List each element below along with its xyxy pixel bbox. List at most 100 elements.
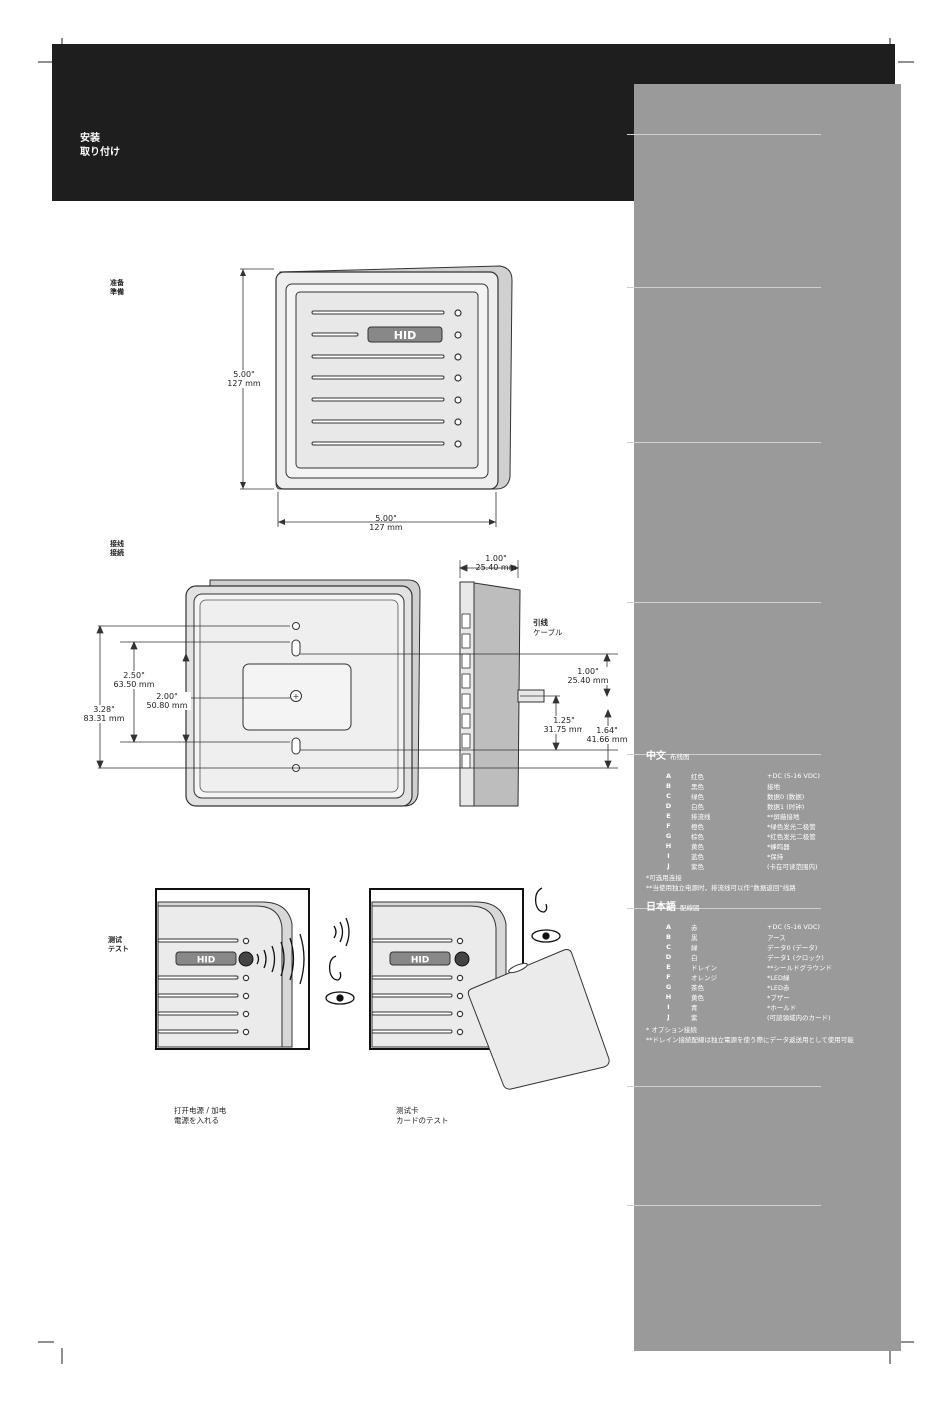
wire-function: データ1 (クロック) (767, 954, 824, 962)
wire-letter: F (666, 973, 671, 981)
reader-front-diagram: HID (240, 265, 513, 527)
divider-2 (627, 287, 821, 288)
wire-color: 紫 (691, 1014, 698, 1022)
wire-function: **屏蔽接地 (767, 813, 800, 821)
wire-letter: C (666, 943, 671, 951)
wire-color: 白色 (691, 803, 704, 811)
wire-letter: G (665, 983, 672, 991)
wire-function: +DC (5-16 VDC) (767, 923, 820, 931)
wire-letter: G (665, 832, 672, 840)
wire-letter: D (665, 953, 672, 961)
width-mm: 127 mm (369, 523, 403, 532)
d3-mm: 50.80 mm (146, 701, 188, 710)
wire-color: オレンジ (691, 974, 717, 982)
wire-color: 緑 (691, 944, 698, 952)
d5-mm: 31.75 mm (543, 725, 585, 734)
d4-in: 1.00" (577, 667, 599, 676)
section-wiring-cn: 接线 (110, 540, 124, 548)
section-prep-cn: 准备 (110, 279, 124, 287)
wire-function: 接地 (767, 783, 780, 791)
wire-function: *红色发光二极管 (767, 833, 816, 841)
divider-4 (627, 602, 821, 603)
divider-3 (627, 442, 821, 443)
reader-back-diagram: + (96, 560, 618, 807)
page-title-jp: 取り付け (80, 147, 120, 158)
d2-mm: 63.50 mm (113, 680, 155, 689)
d5-in: 1.25" (553, 716, 575, 725)
wire-color: 橙色 (691, 823, 704, 831)
caption-card-jp: カードのテスト (396, 1116, 449, 1125)
test-card-diagram: HID (369, 887, 610, 1090)
wiring-row: I 蓝色 *保持 (646, 851, 820, 861)
section-test-cn: 测试 (108, 936, 122, 944)
wire-function: (卡在可读范围内) (767, 863, 818, 871)
wire-color: 红色 (691, 773, 704, 781)
wire-function: *保持 (767, 853, 784, 861)
wire-function: *LED赤 (767, 984, 790, 992)
wire-letter: B (666, 782, 671, 790)
dim-1-64: 1.64" 41.66 mm (582, 726, 632, 744)
test-power-diagram: HID (155, 888, 355, 1050)
reader-leds (454, 309, 462, 448)
wire-color: ドレイン (691, 964, 717, 972)
cable-label-jp: ケーブル (533, 628, 563, 637)
wire-function: 数据1 (时钟) (767, 803, 805, 811)
wire-color: 排流线 (691, 813, 711, 821)
wire-letter: C (666, 792, 671, 800)
divider-8 (627, 1205, 821, 1206)
wire-function: (可読領域内のカード) (767, 1014, 831, 1022)
wire-function: *绿色发光二极管 (767, 823, 816, 831)
wire-letter: I (667, 852, 670, 860)
wiring-jp-note-2: **ドレイン接続配線は独立電源を使う際にデータ返送用として使用可能 (646, 1036, 854, 1044)
wiring-cn-note-1: *可选用连接 (646, 874, 682, 882)
section-wiring-jp: 接続 (110, 549, 124, 557)
wire-letter: H (665, 842, 672, 850)
cable-label: 引线 ケーブル (533, 618, 563, 638)
hid-logo: HID (394, 329, 416, 342)
d2-in: 2.50" (123, 671, 145, 680)
dim-2-50: 2.50" 63.50 mm (110, 671, 158, 689)
depth-in: 1.00" (485, 554, 507, 563)
cable-label-cn: 引线 (533, 618, 548, 627)
divider-1 (627, 134, 821, 135)
wire-letter: F (666, 822, 671, 830)
d3-in: 2.00" (156, 692, 178, 701)
wire-letter: J (667, 1013, 670, 1021)
wire-color: 黒 (691, 934, 698, 942)
wire-color: 茶色 (691, 984, 704, 992)
depth-dimension: 1.00" 25.40 mm (470, 554, 522, 572)
section-prep-label: 准备 準備 (110, 279, 124, 297)
wire-color: 赤 (691, 924, 698, 932)
dim-1-00-cable: 1.00" 25.40 mm (562, 667, 614, 685)
caption-card-cn: 测试卡 (396, 1106, 419, 1115)
wire-function: +DC (5-16 VDC) (767, 772, 820, 780)
wire-color: 绿色 (691, 793, 704, 801)
wire-function: 数据0 (数据) (767, 793, 805, 801)
wire-letter: H (665, 993, 672, 1001)
page-title: 安装 取り付け (80, 132, 120, 160)
svg-text:+: + (293, 692, 300, 701)
d1-mm: 83.31 mm (83, 714, 125, 723)
wiring-row: J 紫 (可読領域内のカード) (646, 1012, 832, 1022)
caption-power: 打开电源 / 加电 電源を入れる (174, 1106, 226, 1126)
hid-logo-test-2: HID (411, 956, 429, 966)
sidebar-curve (634, 85, 901, 208)
section-test-label: 测试 テスト (108, 936, 129, 954)
wiring-row: B 黑色 接地 (646, 781, 820, 791)
wire-color: 蓝色 (691, 853, 704, 861)
wiring-jp-heading: 日本語配線図 (646, 895, 896, 914)
section-test-jp: テスト (108, 945, 129, 953)
divider-5 (627, 754, 821, 755)
wire-letter: I (667, 1003, 670, 1011)
wiring-row: G 茶色 *LED赤 (646, 982, 832, 992)
wire-color: 黑色 (691, 783, 704, 791)
